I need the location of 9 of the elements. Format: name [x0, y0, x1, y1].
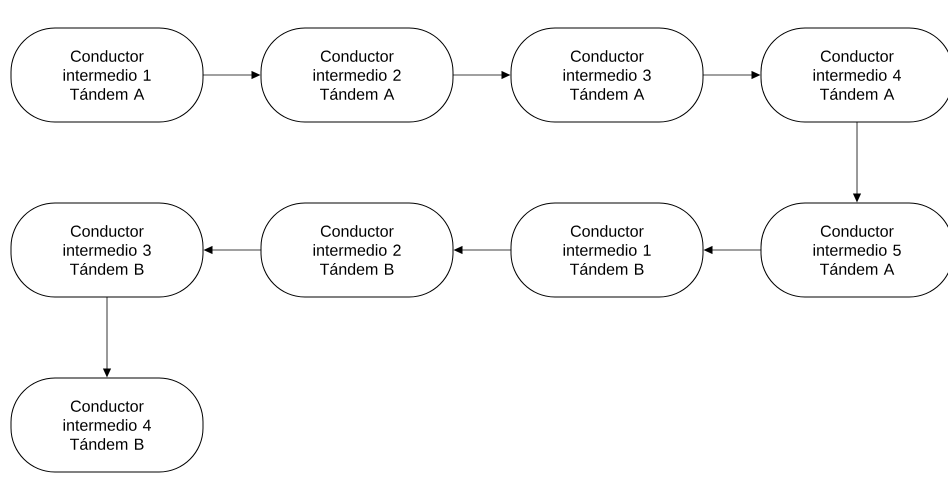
- rounded-box: Conductor intermedio 4 Tándem B: [10, 378, 204, 472]
- rounded-box: Conductor intermedio 2 Tándem A: [260, 28, 454, 122]
- rounded-box: Conductor intermedio 2 Tándem B: [260, 202, 454, 298]
- rounded-box: Conductor intermedio 1 Tándem B: [510, 202, 704, 298]
- rounded-box: Conductor intermedio 1 Tándem A: [10, 28, 204, 122]
- rounded-box: Conductor intermedio 3 Tándem B: [10, 202, 204, 298]
- rounded-box: Conductor intermedio 4 Tándem A: [760, 28, 948, 122]
- rounded-box: Conductor intermedio 5 Tándem A: [760, 202, 948, 298]
- rounded-box: Conductor intermedio 3 Tándem A: [510, 28, 704, 122]
